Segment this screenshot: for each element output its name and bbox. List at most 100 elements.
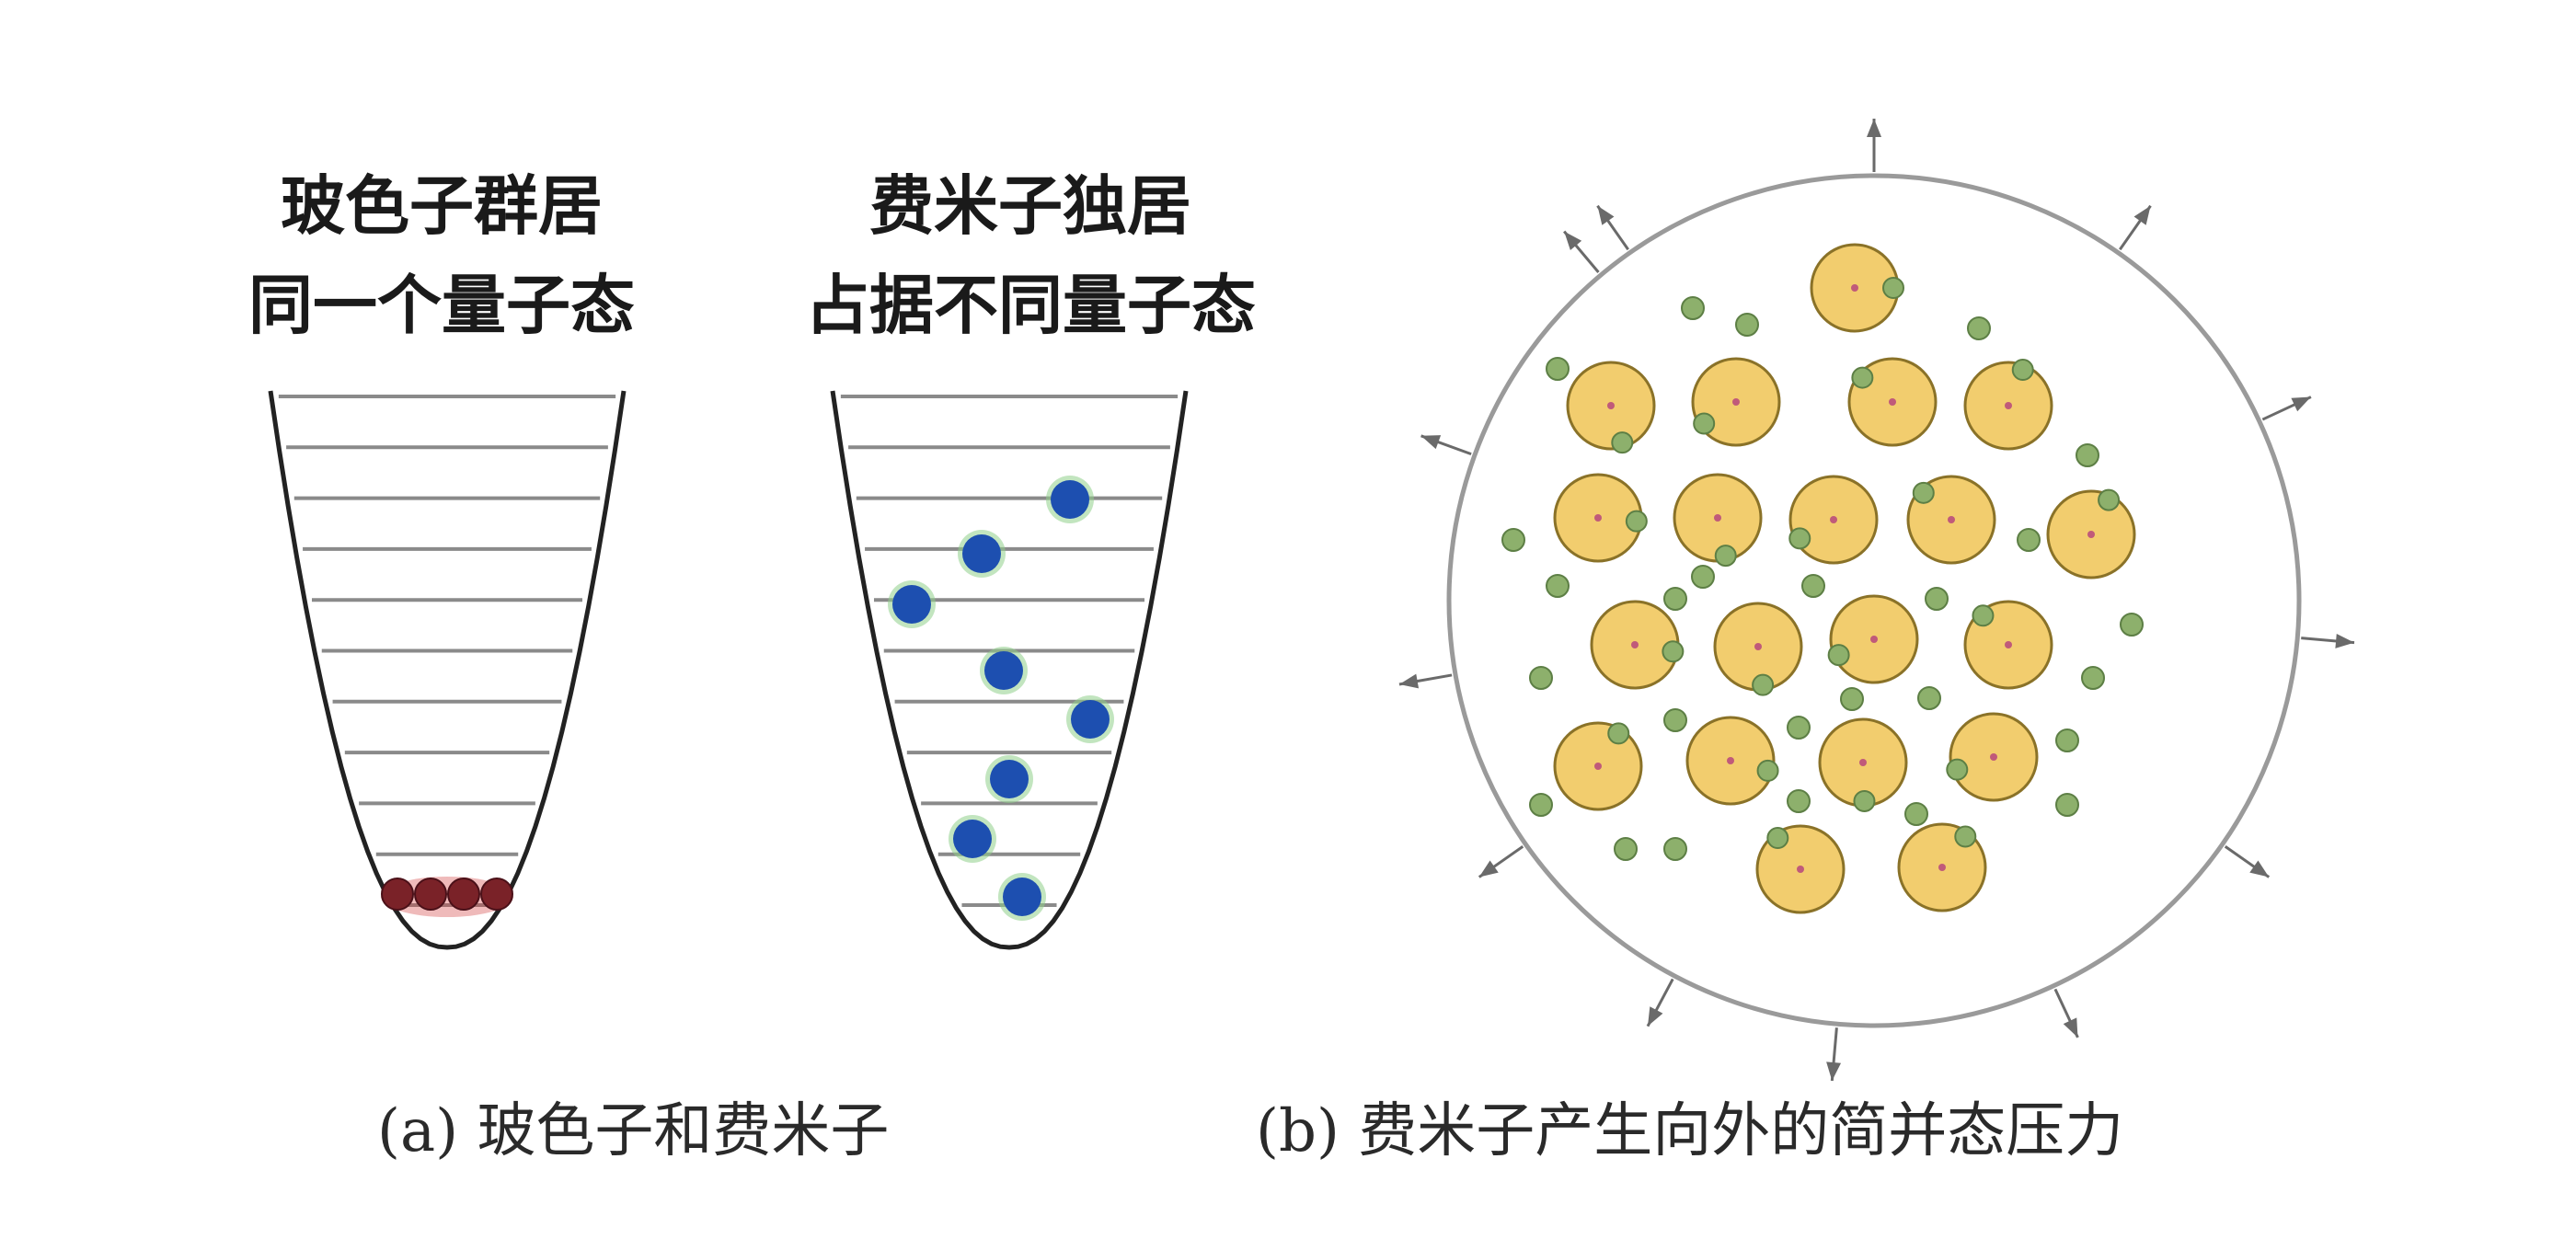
electron: [1946, 758, 1969, 781]
boson-title-line2: 同一个量子态: [248, 268, 635, 343]
free-electron: [1840, 687, 1864, 711]
free-electron: [1546, 357, 1570, 381]
electron: [1788, 527, 1811, 550]
free-electron: [2076, 443, 2099, 467]
nucleus-core: [1732, 398, 1740, 406]
arrow-head: [1564, 231, 1582, 251]
nucleus-core: [2005, 641, 2012, 648]
electron: [1853, 789, 1876, 812]
electron: [1611, 431, 1634, 454]
electron: [2098, 488, 2121, 511]
free-electron: [1663, 587, 1687, 611]
electron: [1882, 277, 1904, 299]
free-electron: [1787, 789, 1811, 813]
nucleus-core: [1859, 759, 1867, 766]
nucleus-core: [2087, 531, 2095, 538]
free-electron: [2081, 666, 2105, 690]
arrow-head: [1647, 1006, 1663, 1027]
electron: [1954, 825, 1977, 848]
free-electron: [1917, 686, 1941, 710]
fermion-particle: [990, 760, 1029, 798]
caption-a: (a) 玻色子和费米子: [377, 1097, 890, 1165]
free-electron: [1501, 528, 1525, 552]
electron: [1756, 759, 1779, 782]
boson-title-line1: 玻色子群居: [281, 168, 603, 244]
caption-b: (b) 费米子产生向外的简并态压力: [1256, 1097, 2124, 1165]
electron: [1607, 722, 1630, 745]
degeneracy-pressure-sphere: [1398, 119, 2355, 1082]
free-electron: [1691, 565, 1715, 589]
well-curve: [268, 390, 627, 950]
boson-glow: [381, 877, 513, 917]
fermion-title: 费米子独居 占据不同量子态: [736, 156, 1325, 355]
fermion-particle: [984, 651, 1023, 690]
fermion-particle: [1071, 700, 1110, 739]
nucleus-core: [1594, 763, 1602, 770]
electron: [1972, 604, 1995, 627]
arrow-head: [1478, 860, 1499, 878]
free-electron: [1546, 574, 1570, 598]
free-electron: [1681, 296, 1705, 320]
boson-potential-well: [268, 390, 627, 950]
fermion-particle: [962, 534, 1001, 573]
free-electron: [2017, 528, 2041, 552]
electron: [1693, 412, 1716, 435]
nucleus-core: [1797, 866, 1804, 873]
arrow-head: [2133, 205, 2151, 225]
fermion-potential-well: [830, 390, 1189, 950]
nucleus-core: [1830, 516, 1837, 523]
free-electron: [1663, 837, 1687, 861]
nucleus-core: [1714, 514, 1721, 522]
arrow-head: [1826, 1061, 1842, 1082]
fermion-title-line1: 费米子独居: [869, 168, 1191, 244]
arrow-head: [2291, 396, 2311, 412]
fermion-particle: [953, 820, 992, 858]
nucleus-core: [1607, 402, 1615, 409]
electron: [1912, 481, 1935, 504]
electron: [1714, 545, 1737, 568]
nucleus-core: [1727, 757, 1734, 764]
nucleus-core: [1754, 643, 1762, 650]
free-electron: [1735, 313, 1759, 337]
electron: [1752, 673, 1775, 696]
boson-particle: [480, 878, 513, 911]
electron: [1766, 827, 1789, 850]
fermion-particle: [892, 585, 931, 624]
nucleus-core: [1851, 284, 1858, 292]
nucleus-core: [1889, 398, 1896, 406]
free-electron: [1614, 837, 1638, 861]
electron: [1827, 644, 1850, 667]
free-electron: [1925, 587, 1949, 611]
fermion-particle: [1003, 878, 1041, 916]
arrow-head: [2063, 1017, 2078, 1038]
nucleus-core: [1990, 753, 1997, 761]
electron: [1662, 640, 1685, 663]
boson-particle: [414, 878, 447, 911]
fermion-title-line2: 占据不同量子态: [805, 268, 1256, 343]
electron: [2011, 359, 2034, 382]
free-electron: [1529, 793, 1553, 817]
arrow-head: [1867, 119, 1881, 137]
electron: [1851, 366, 1874, 389]
boson-particle: [381, 878, 414, 911]
free-electron: [1904, 802, 1928, 826]
fermion-particle: [1051, 480, 1089, 519]
free-electron: [2120, 613, 2144, 637]
arrow-head: [1597, 205, 1615, 225]
electron: [1625, 510, 1648, 533]
arrow-head: [2249, 860, 2270, 878]
nucleus-core: [1938, 864, 1946, 871]
well-curve: [830, 390, 1189, 950]
nucleus-core: [1594, 514, 1602, 522]
free-electron: [1529, 666, 1553, 690]
free-electron: [2055, 793, 2079, 817]
free-electron: [1801, 574, 1825, 598]
boson-title: 玻色子群居 同一个量子态: [184, 156, 699, 355]
arrow-head: [1420, 435, 1442, 450]
arrow-head: [2335, 633, 2355, 648]
nucleus-core: [1870, 636, 1878, 643]
free-electron: [1663, 708, 1687, 732]
boson-particle: [447, 878, 480, 911]
nucleus-core: [1631, 641, 1639, 648]
nucleus-core: [1948, 516, 1955, 523]
